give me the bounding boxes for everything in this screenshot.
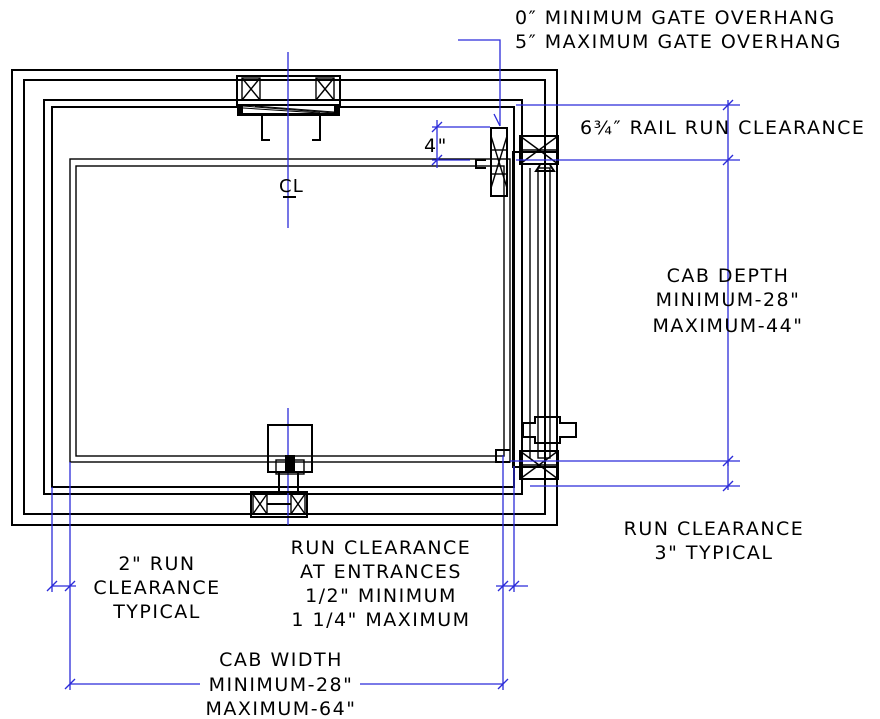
entrances-min: 1/2" MINIMUM — [305, 585, 457, 607]
cab-width-title: CAB WIDTH — [219, 649, 343, 671]
cab-width-min: MINIMUM-28" — [209, 674, 354, 696]
entrances-max: 1 1/4" MAXIMUM — [291, 609, 470, 631]
cab-width-max: MAXIMUM-64" — [206, 698, 357, 719]
centerline: CL — [279, 52, 304, 525]
cab-depth-min: MINIMUM-28" — [656, 289, 801, 311]
door-track — [512, 135, 577, 480]
run-clearance-typical: 3" TYPICAL — [655, 542, 774, 564]
entrances-title: RUN CLEARANCE — [291, 537, 472, 559]
gate — [475, 127, 510, 463]
bottom-guide-rail — [250, 424, 313, 518]
centerline-label: CL — [279, 176, 304, 197]
entrances-subtitle: AT ENTRANCES — [300, 561, 462, 583]
cab-depth-title: CAB DEPTH — [667, 265, 790, 287]
two-inch-clearance-label: CLEARANCE — [93, 577, 220, 599]
two-inch-typical-label: TYPICAL — [112, 601, 201, 623]
annotations: 0″ MINIMUM GATE OVERHANG 5″ MAXIMUM GATE… — [93, 7, 865, 719]
rail-run-clearance-label: 6¾″ RAIL RUN CLEARANCE — [580, 117, 865, 139]
cab-enclosure — [43, 99, 523, 495]
gate-overhang-max-label: 5″ MAXIMUM GATE OVERHANG — [515, 31, 842, 53]
cab-depth-max: MAXIMUM-44" — [653, 315, 804, 337]
gate-overhang-min-label: 0″ MINIMUM GATE OVERHANG — [515, 7, 836, 29]
hoistway-walls — [11, 69, 558, 526]
dimension-lines — [46, 39, 740, 690]
two-inch-run-label: 2" RUN — [118, 553, 195, 575]
run-clearance-title: RUN CLEARANCE — [624, 518, 805, 540]
four-inch-label: 4" — [424, 135, 448, 157]
